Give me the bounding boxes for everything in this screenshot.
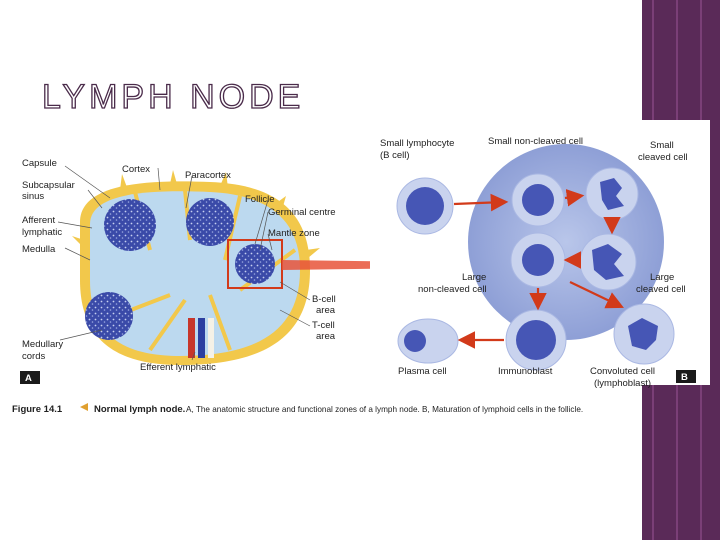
follicle-2 bbox=[186, 198, 234, 246]
label-convoluted-2: (lymphoblast) bbox=[594, 378, 651, 389]
caption-title: Normal lymph node. bbox=[94, 404, 185, 415]
label-large-noncleaved-1: Large bbox=[462, 272, 486, 283]
slide-title: LYMPH NODE bbox=[41, 77, 305, 116]
label-bcell-2: area bbox=[316, 305, 336, 316]
label-large-noncleaved-2: non-cleaved cell bbox=[418, 284, 487, 295]
label-convoluted-1: Convoluted cell bbox=[590, 366, 655, 377]
label-large-cleaved-2: cleaved cell bbox=[636, 284, 686, 295]
label-large-cleaved-1: Large bbox=[650, 272, 674, 283]
follicle-1 bbox=[104, 199, 156, 251]
label-small-noncleaved: Small non-cleaved cell bbox=[488, 136, 583, 147]
panel-a-tag: A bbox=[25, 373, 32, 384]
label-small-cleaved-1: Small bbox=[650, 140, 674, 151]
label-follicle: Follicle bbox=[245, 194, 275, 205]
label-subcapsular-1: Subcapsular bbox=[22, 180, 75, 191]
label-small-lymphocyte-2: (B cell) bbox=[380, 150, 410, 161]
panel-b: Small lymphocyte (B cell) Small non-clea… bbox=[370, 120, 710, 389]
nucleus-plasma bbox=[404, 330, 426, 352]
nucleus-convoluted bbox=[628, 318, 658, 350]
lymph-node-figure: Capsule Cortex Paracortex Subcapsular si… bbox=[10, 120, 710, 420]
panel-a-tag-bg bbox=[20, 371, 40, 384]
label-small-lymphocyte-1: Small lymphocyte bbox=[380, 138, 454, 149]
maturation-arrows bbox=[453, 189, 624, 349]
caption-number: Figure 14.1 bbox=[12, 404, 63, 415]
nucleus-large-noncleaved bbox=[522, 244, 554, 276]
nucleus-large-cleaved bbox=[592, 244, 624, 280]
caption-marker-icon bbox=[80, 403, 88, 411]
label-subcapsular-2: sinus bbox=[22, 191, 44, 202]
efferent-vessel-red bbox=[188, 318, 195, 358]
label-germinal-centre: Germinal centre bbox=[268, 207, 336, 218]
label-medulla: Medulla bbox=[22, 244, 56, 255]
nucleus-immunoblast bbox=[516, 320, 556, 360]
caption-text: A, The anatomic structure and functional… bbox=[186, 405, 583, 414]
label-cortex: Cortex bbox=[122, 164, 150, 175]
label-small-cleaved-2: cleaved cell bbox=[638, 152, 688, 163]
label-medullary-cords-2: cords bbox=[22, 351, 45, 362]
label-medullary-cords-1: Medullary bbox=[22, 339, 63, 350]
label-afferent-1: Afferent bbox=[22, 215, 55, 226]
figure-canvas: Capsule Cortex Paracortex Subcapsular si… bbox=[12, 120, 710, 415]
nucleus-small-noncleaved bbox=[522, 184, 554, 216]
follicle-3 bbox=[85, 292, 133, 340]
panel-a: Capsule Cortex Paracortex Subcapsular si… bbox=[20, 158, 336, 384]
nucleus-small-lymphocyte bbox=[406, 187, 444, 225]
panel-b-tag: B bbox=[681, 372, 688, 383]
panel-b-tag-bg bbox=[676, 370, 696, 383]
label-paracortex: Paracortex bbox=[185, 170, 231, 181]
label-tcell-2: area bbox=[316, 331, 336, 342]
label-capsule: Capsule bbox=[22, 158, 57, 169]
label-plasma-cell: Plasma cell bbox=[398, 366, 447, 377]
efferent-vessel-white bbox=[208, 318, 214, 358]
nucleus-small-cleaved bbox=[600, 178, 624, 210]
label-immunoblast: Immunoblast bbox=[498, 366, 553, 377]
label-bcell-1: B-cell bbox=[312, 294, 336, 305]
efferent-vessel-blue bbox=[198, 318, 205, 358]
label-mantle-zone: Mantle zone bbox=[268, 228, 320, 239]
afferent-spikes bbox=[72, 170, 320, 258]
label-tcell-1: T-cell bbox=[312, 320, 335, 331]
leader-lines bbox=[57, 165, 311, 361]
label-efferent-lymphatic: Efferent lymphatic bbox=[140, 362, 216, 373]
label-afferent-2: lymphatic bbox=[22, 227, 62, 238]
follicle-highlighted bbox=[235, 244, 275, 284]
figure-caption: Figure 14.1 Normal lymph node. A, The an… bbox=[12, 403, 583, 415]
